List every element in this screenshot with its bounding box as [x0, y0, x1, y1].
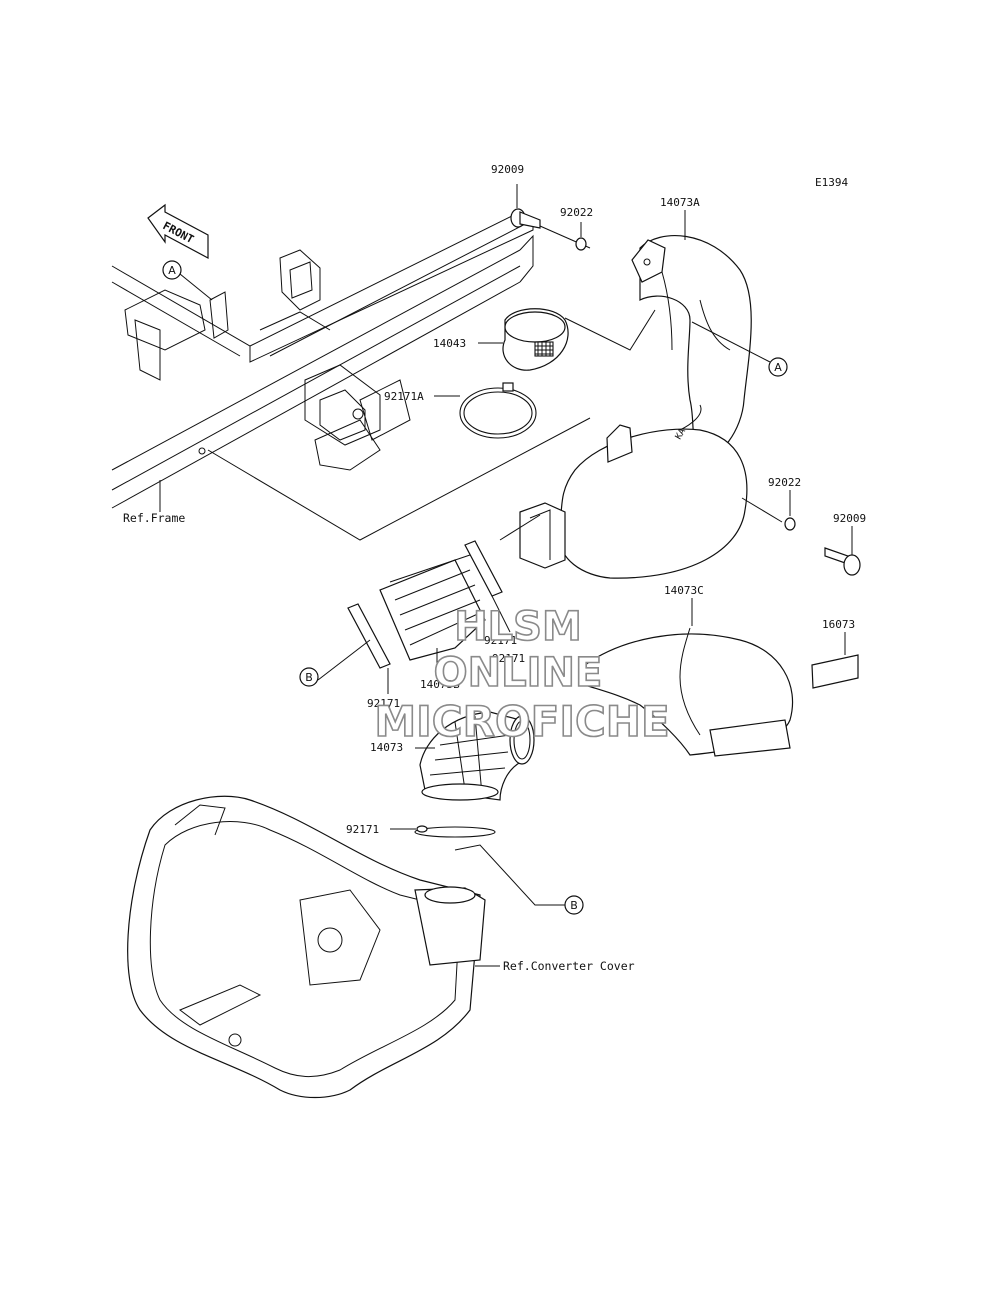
watermark-line3: MICROFICHE: [374, 697, 669, 746]
svg-text:B: B: [305, 671, 313, 684]
part-label-92022: 92022: [560, 206, 593, 219]
watermark: HLSM ONLINE MICROFICHE: [374, 603, 671, 747]
washer-92022-top: [575, 222, 587, 251]
ref-converter-cover: Ref.Converter Cover: [503, 959, 635, 973]
clamp-92171-left: [317, 603, 391, 694]
boot-14073B: [379, 554, 486, 676]
part-label-14073: 14073: [370, 741, 403, 754]
clamp-92171-low: [390, 825, 496, 838]
part-label-14043: 14043: [433, 337, 466, 350]
part-label-92171-low: 92171: [346, 823, 379, 836]
clamp-92171-mid: [464, 540, 511, 633]
air-box: KA: [207, 404, 748, 579]
part-label-14073A: 14073A: [660, 196, 700, 209]
svg-text:A: A: [168, 264, 176, 277]
part-label-92009-right: 92009: [833, 512, 866, 525]
svg-text:B: B: [570, 899, 578, 912]
frame-drawing: [111, 211, 535, 512]
part-label-14073B: 14073B: [420, 678, 460, 691]
bolt-92009-right: [824, 526, 861, 576]
washer-92022-right: [741, 490, 796, 531]
converter-cover: [127, 795, 500, 1099]
part-label-14073C: 14073C: [664, 584, 704, 597]
front-arrow-icon: FRONT: [147, 203, 209, 260]
duct-14073A: [631, 210, 752, 461]
part-label-92009: 92009: [491, 163, 524, 176]
elbow-14073: [415, 711, 535, 801]
cap-14043: [478, 308, 656, 371]
part-label-92171-left: 92171: [367, 697, 400, 710]
svg-text:A: A: [774, 361, 782, 374]
part-label-92171A: 92171A: [384, 390, 424, 403]
clamp-92171A: [434, 382, 537, 439]
part-label-92171-mid1: 92171: [484, 634, 517, 647]
callout-B-low: B: [454, 844, 584, 915]
svg-text:KA: KA: [674, 427, 688, 442]
part-label-16073: 16073: [822, 618, 855, 631]
callout-A-right: A: [691, 321, 788, 377]
diagram-code: E1394: [815, 176, 848, 189]
watermark-line1: HLSM: [454, 604, 582, 650]
callout-B-left: B: [299, 667, 319, 687]
part-label-92171-mid2: 92171: [492, 652, 525, 665]
watermark-line2: ONLINE: [434, 650, 603, 696]
ref-frame: Ref.Frame: [123, 511, 185, 525]
duct-14073C: [584, 598, 794, 757]
callout-A-left: A: [162, 260, 213, 301]
part-label-92022-right: 92022: [768, 476, 801, 489]
label-sheet-16073: [811, 632, 859, 689]
